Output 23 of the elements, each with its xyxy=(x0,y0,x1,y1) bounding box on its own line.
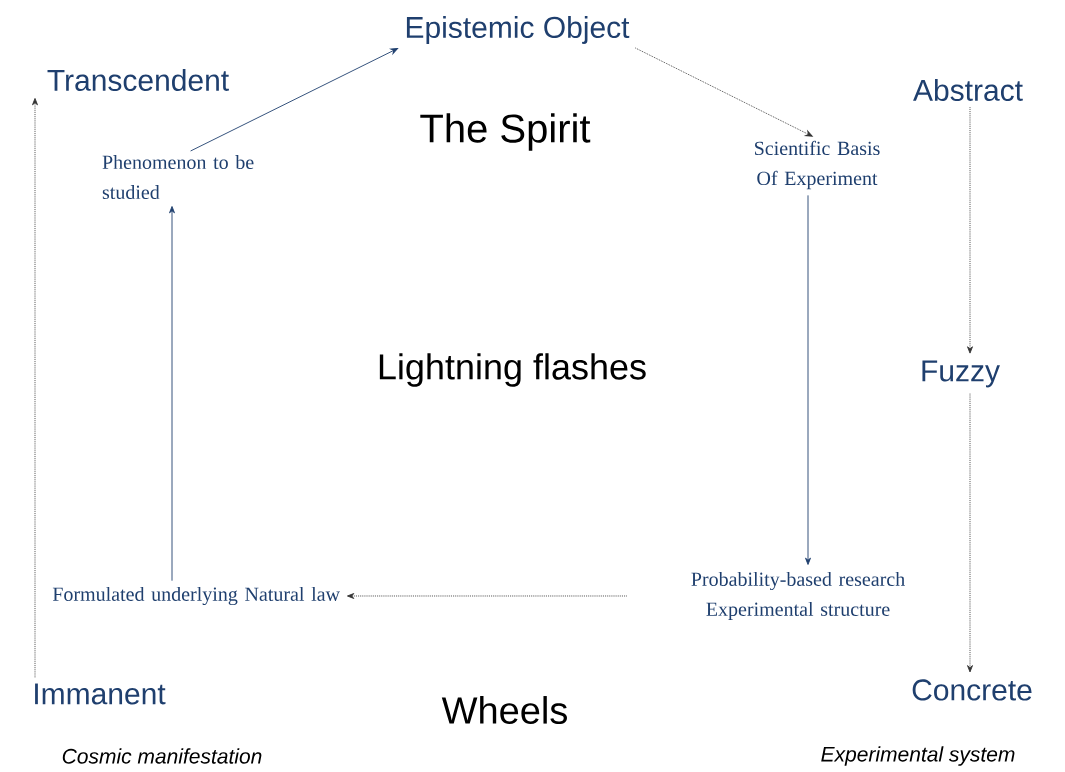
concept-label: Scientific Basis Of Experiment xyxy=(755,140,880,190)
heading-text: The Spirit xyxy=(420,113,591,151)
arrow xyxy=(32,98,38,678)
caption-text: Cosmic manifestation xyxy=(62,748,262,764)
heading-text: Wheels xyxy=(441,696,567,724)
term-label: Epistemic Object xyxy=(406,16,630,44)
arrow xyxy=(347,593,628,599)
term-label: Abstract xyxy=(913,79,1023,101)
heading-text: Lightning flashes xyxy=(379,353,646,387)
arrow xyxy=(967,393,973,673)
term-label: Concrete xyxy=(912,679,1032,701)
arrow xyxy=(169,206,175,582)
term-label: Transcendent xyxy=(47,69,229,91)
concept-label: Probability-based research Experimental structure xyxy=(691,571,905,621)
arrow xyxy=(634,47,813,137)
concept-label: Phenomenon to be studied xyxy=(102,154,254,199)
arrow xyxy=(190,48,398,152)
arrow xyxy=(967,106,973,354)
concept-label: Formulated underlying Natural law xyxy=(52,586,340,606)
term-label: Immanent xyxy=(35,683,166,705)
arrow xyxy=(805,194,811,565)
caption-text: Experimental system xyxy=(821,746,1015,766)
term-label: Fuzzy xyxy=(922,360,1000,388)
